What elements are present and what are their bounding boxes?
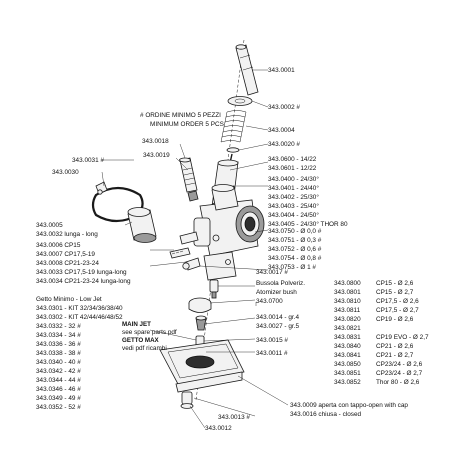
label-343-0011: 343.0011 # [256,350,288,357]
label-343-0012: 343.0012 [205,425,232,432]
label-343-0302-kit: 343.0302 - KIT 42/44/46/48/52 [36,314,123,321]
label-343-0005: 343.0005 [36,222,63,229]
float-screw-part [182,257,201,271]
label-343-0004: 343.0004 [268,127,295,134]
atomizer-bush-label-it: Bussola Polveriz. [256,280,305,287]
main-jet-title-it: GETTO MAX [122,337,160,344]
label-343-0334: 343.0334 - 34 # [36,332,81,339]
spec-343-0820: CP19 - Ø 2,6 [376,316,414,323]
float-part [188,297,212,313]
label-343-0820: 343.0820 [334,316,361,323]
label-343-0401: 343.0401 - 24/40° [268,184,319,192]
main-jet-title: MAIN JET [122,321,151,328]
label-343-0402: 343.0402 - 25/30° [268,193,319,201]
label-343-0338: 343.0338 - 38 # [36,350,81,357]
float-bowl-part [159,339,245,393]
minimum-order-note-en: MINIMUM ORDER 5 PCS [150,121,224,128]
label-343-0301-kit: 343.0301 - KIT 32/34/36/38/40 [36,305,123,312]
washer-part [227,96,253,106]
float-needle-part [195,315,207,331]
spec-343-0810: CP17,5 - Ø 2,6 [376,298,419,305]
label-343-0841: 343.0841 [334,352,361,359]
label-343-0002: 343.0002 # [268,104,300,111]
label-343-0751: 343.0751 - Ø 0,3 # [268,237,322,244]
label-343-0404: 343.0404 - 24/50° [268,211,319,219]
spec-343-0831: CP19 EVO - Ø 2,7 [376,334,429,341]
carburetor-body-part [193,184,265,281]
label-343-0750: 343.0750 - Ø 0,0 # [268,228,322,235]
top-cap-part [235,44,259,96]
leader-lines [101,69,289,429]
main-jet-note-it: vedi pdf ricambi [122,345,167,352]
label-343-0811: 343.0811 [334,307,361,314]
spring-part [220,110,247,143]
spec-343-0840: CP21 - Ø 2,6 [376,343,414,350]
label-343-0754: 343.0754 - Ø 0,8 # [268,255,322,262]
label-343-0006: 343.0006 CP15 [36,242,81,249]
label-343-0342: 343.0342 - 42 # [36,368,81,375]
atomizer-bush-label-en: Atomizer bush [256,289,297,296]
label-343-0013: 343.0013 # [218,414,250,421]
label-343-0403: 343.0403 - 25/40° [268,202,319,210]
label-343-0014: 343.0014 - gr.4 [256,314,299,321]
label-343-0601: 343.0601 - 12/22 [268,165,317,172]
label-343-0752: 343.0752 - Ø 0,6 # [268,246,322,253]
label-343-0753: 343.0753 - Ø 1 # [268,264,316,271]
label-343-0018: 343.0018 [142,138,169,145]
label-343-0030: 343.0030 [52,169,79,176]
needle-clip-part [226,147,240,153]
label-343-0800: 343.0800 [334,280,361,287]
label-343-0840: 343.0840 [334,343,361,350]
label-343-0001: 343.0001 [268,67,295,74]
label-343-0020: 343.0020 # [268,141,300,148]
spec-343-0850: CP23/24 - Ø 2,6 [376,361,423,368]
label-343-0400: 343.0400 - 24/30° [268,175,319,183]
drain-plug-part [180,391,194,409]
label-343-0034: 343.0034 CP21-23-24 lunga-long [36,278,131,285]
spec-343-0800: CP15 - Ø 2,6 [376,280,414,287]
label-343-0346: 343.0346 - 46 # [36,386,81,393]
label-343-0027: 343.0027 - gr.5 [256,323,299,330]
label-343-0852: 343.0852 [334,379,361,386]
main-jet-note-en: see spare parts pdf [122,329,177,336]
label-343-0340: 343.0340 - 40 # [36,359,81,366]
intake-sleeve-part [127,207,157,243]
label-343-0007: 343.0007 CP17,5-19 [36,251,95,258]
spec-343-0852: Thor 80 - Ø 2,6 [376,379,420,386]
label-343-0336: 343.0336 - 36 # [36,341,81,348]
label-343-0032: 343.0032 lunga - long [36,231,98,238]
label-343-0031: 343.0031 # [72,157,104,164]
label-343-0810: 343.0810 [334,298,361,305]
label-343-0405: 343.0405 - 24/30° THOR 80 [268,220,348,228]
label-343-0700: 343.0700 [256,298,283,305]
label-343-0033: 343.0033 CP17,5-19 lunga-long [36,269,127,276]
label-343-0851: 343.0851 [334,370,361,377]
label-343-0600: 343.0600 - 14/22 [268,156,317,163]
low-jet-heading: Getto Minimo - Low Jet [36,296,102,303]
label-343-0019: 343.0019 [143,152,170,159]
label-343-0009: 343.0009 aperta con tappo-open with cap [290,402,408,409]
label-343-0332: 343.0332 - 32 # [36,323,81,330]
label-343-0349: 343.0349 - 49 # [36,395,81,402]
label-343-0831: 343.0831 [334,334,361,341]
label-343-0821: 343.0821 [334,325,361,332]
label-343-0344: 343.0344 - 44 # [36,377,81,384]
label-343-0016: 343.0016 chiusa - closed [290,411,362,418]
spec-343-0811: CP17,5 - Ø 2,7 [376,307,419,314]
spec-343-0801: CP15 - Ø 2,7 [376,289,414,296]
label-343-0352: 343.0352 - 52 # [36,404,81,411]
label-343-0017: 343.0017 # [256,269,288,276]
minimum-order-note-it: # ORDINE MINIMO 5 PEZZI [140,112,221,119]
label-343-0015: 343.0015 # [256,337,288,344]
atomizer-bush-part [209,279,219,299]
label-343-0801: 343.0801 [334,289,361,296]
label-343-0850: 343.0850 [334,361,361,368]
label-343-0008: 343.0008 CP21-23-24 [36,260,99,267]
spec-343-0841: CP21 - Ø 2,7 [376,352,414,359]
spec-343-0851: CP23/24 - Ø 2,7 [376,370,423,377]
choke-lever-part [169,231,199,259]
